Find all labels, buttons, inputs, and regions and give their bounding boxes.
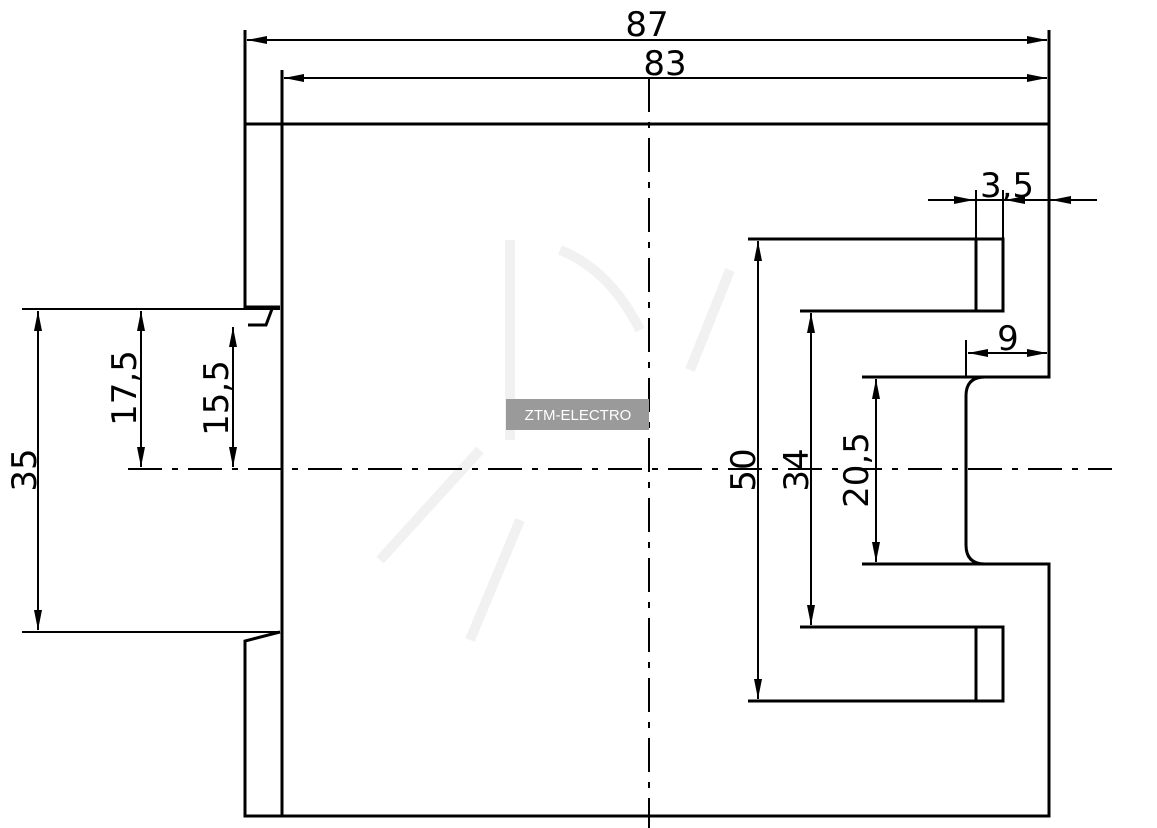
- dim-50-label: 50: [724, 448, 764, 491]
- upper-slot: [974, 237, 1005, 313]
- part-outline: [22, 30, 1051, 818]
- upper-lip: [248, 308, 274, 327]
- dimension-lines: [34, 36, 1097, 699]
- dim-35-label: 35: [5, 448, 45, 491]
- dim-17-5-label: 17,5: [105, 350, 145, 426]
- background-watermark-strokes: [376, 240, 735, 642]
- dim-9-label: 9: [997, 319, 1019, 359]
- dim-83-label: 83: [643, 44, 686, 84]
- watermark-badge: ZTM-ELECTRO: [506, 399, 649, 430]
- dim-15-5-label: 15,5: [197, 360, 237, 436]
- dim-87-label: 87: [625, 5, 668, 45]
- lower-slot: [974, 625, 1005, 703]
- dim-34-label: 34: [777, 448, 817, 491]
- watermark-text: ZTM-ELECTRO: [525, 407, 632, 424]
- dim-20-5-label: 20,5: [837, 432, 877, 508]
- dim-3-5-label: 3,5: [980, 166, 1034, 206]
- dimension-labels: 87 83 3,5 9 35 17,5 15,5 50 34 20,5: [5, 5, 1034, 508]
